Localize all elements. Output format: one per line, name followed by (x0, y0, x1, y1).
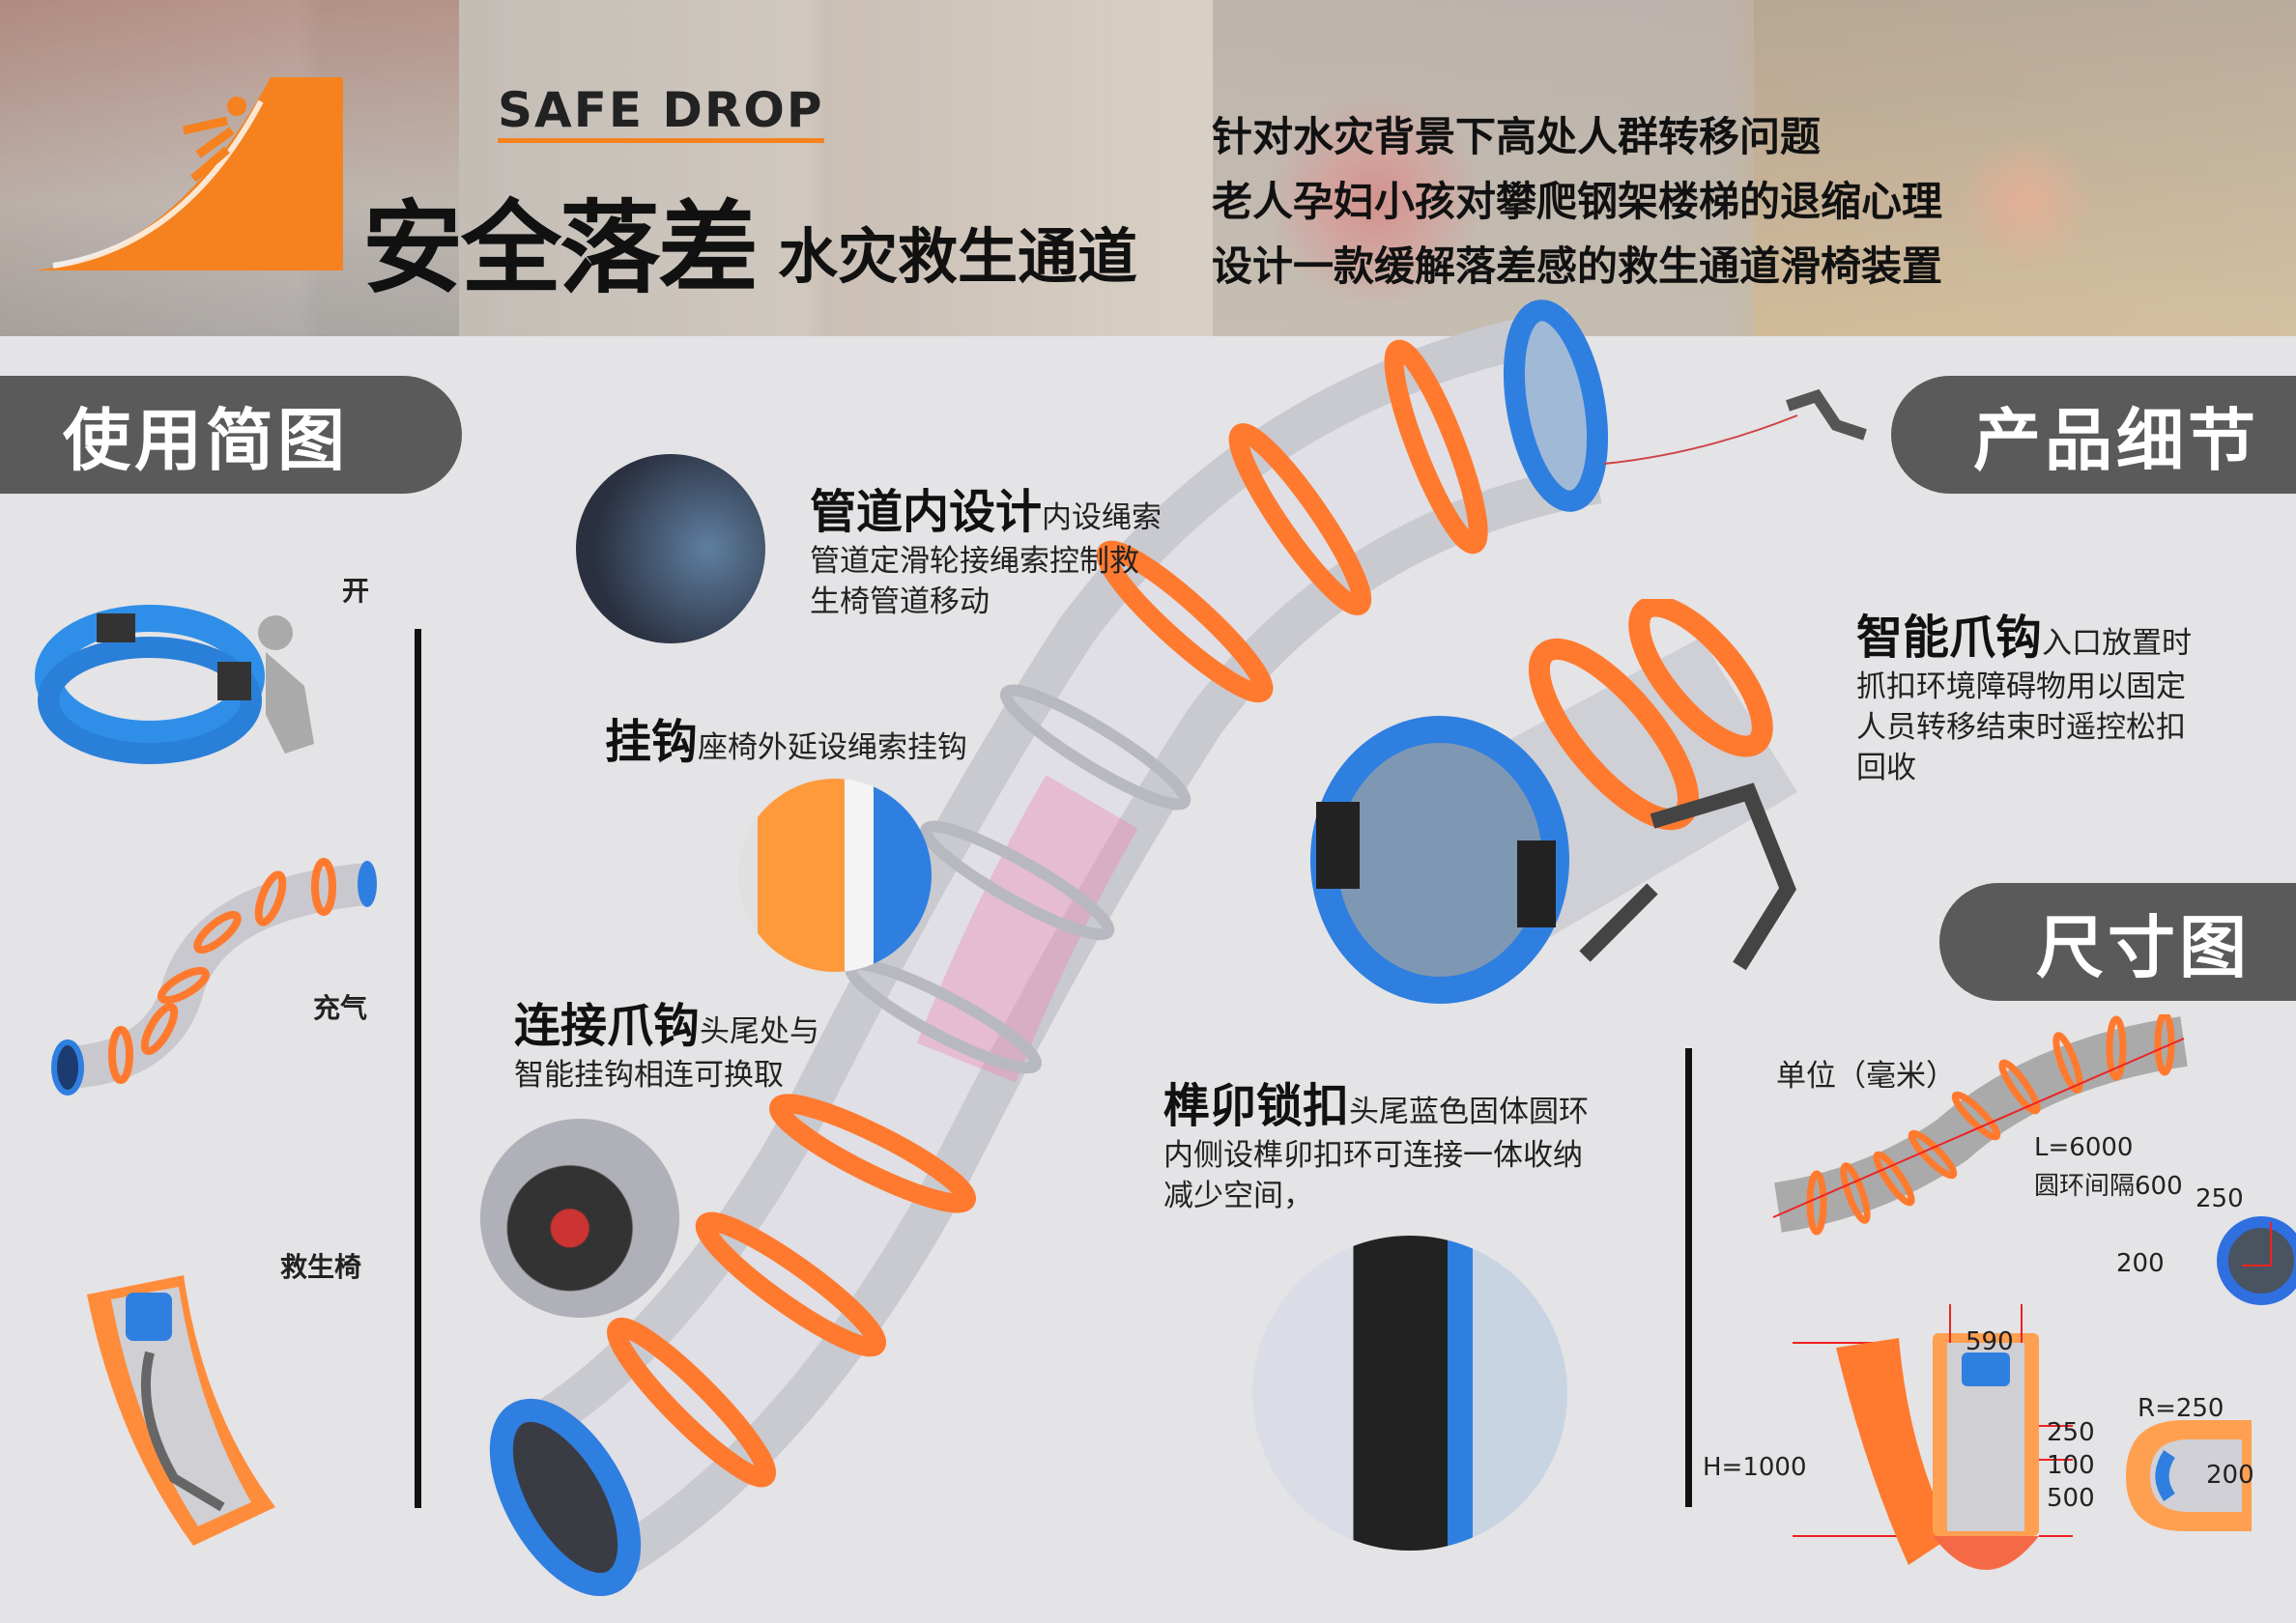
boat-photo (1754, 0, 2296, 336)
brand-name: SAFE DROP (498, 82, 824, 143)
feature-text: 管道定滑轮接绳索控制救 (810, 544, 1139, 579)
feature-subtitle: 头尾蓝色固体圆环 (1349, 1095, 1590, 1129)
feature-subtitle: 头尾处与 (700, 1014, 820, 1049)
step-label: 充气 (313, 992, 368, 1024)
tube-ring (769, 1094, 977, 1213)
intro-line: 针对水灾背景下高处人群转移问题 (1212, 113, 1822, 160)
inflated-tube-image (51, 858, 377, 1096)
feature-smart-claw: 智能爪钩入口放置时 抓扣环境障碍物用以固定 人员转移结束时遥控松扣 回收 (1856, 599, 2192, 788)
intro-line: 设计一款缓解落差感的救生通道滑椅装置 (1212, 242, 1943, 290)
feature-title: 智能爪钩 (1856, 611, 2043, 665)
section-dimensions: 尺寸图 (1939, 883, 2296, 1001)
connector-claw-detail-image (480, 1119, 679, 1318)
feature-subtitle: 座椅外延设绳索挂钩 (698, 730, 968, 765)
divider (415, 629, 421, 1508)
segment-label: 100 (2047, 1451, 2095, 1480)
feature-title: 挂钩 (605, 715, 699, 769)
segment-label: 500 (2047, 1484, 2095, 1513)
section-details: 产品细节 (1891, 376, 2296, 494)
feature-text: 智能挂钩相连可换取 (514, 1058, 784, 1093)
feature-subtitle: 入口放置时 (2042, 626, 2193, 661)
depth-label: 200 (2206, 1461, 2254, 1490)
segment-label: 250 (2047, 1418, 2095, 1447)
feature-title: 榫卯锁扣 (1163, 1079, 1350, 1133)
tube-ring (1096, 540, 1274, 703)
feature-text: 回收 (1856, 751, 1916, 785)
page-subtitle: 水灾救生通道 (778, 221, 1138, 292)
feature-mortise-lock: 榫卯锁扣头尾蓝色固体圆环 内侧设榫卯扣环可连接一体收纳 减少空间， (1163, 1068, 1589, 1216)
tube-ring (1384, 339, 1488, 555)
step-label: 救生椅 (280, 1251, 362, 1283)
feature-text: 抓扣环境障碍物用以固定 (1856, 669, 2186, 704)
hook-detail-image (738, 779, 932, 972)
feature-text: 内侧设榫卯扣环可连接一体收纳 (1163, 1138, 1583, 1173)
page-title: 安全落差 (362, 189, 759, 307)
feature-hook: 挂钩座椅外延设绳索挂钩 (605, 703, 967, 771)
tube-ring (695, 1211, 887, 1357)
ring-outer-label: 250 (2196, 1184, 2244, 1213)
logo-icon (34, 77, 343, 270)
feature-text: 生椅管道移动 (810, 584, 990, 619)
intro-text: 针对水灾背景下高处人群转移问题 老人孕妇小孩对攀爬钢架楼梯的退缩心理 设计一款缓… (1212, 104, 1942, 299)
dimension-drawings (1772, 1014, 2296, 1570)
feature-text: 人员转移结束时遥控松扣 (1856, 710, 2186, 745)
intro-line: 老人孕妇小孩对攀爬钢架楼梯的退缩心理 (1212, 178, 1943, 225)
feature-subtitle: 内设绳索 (1042, 500, 1162, 535)
height-label: H=1000 (1703, 1453, 1807, 1482)
ring-spacing-label: 圆环间隔600 (2034, 1172, 2183, 1201)
rescue-photo (1213, 0, 1754, 336)
feature-text: 减少空间， (1163, 1179, 1313, 1213)
unit-label: 单位（毫米） (1776, 1059, 1956, 1094)
feature-inner-design: 管道内设计内设绳索 管道定滑轮接绳索控制救 生椅管道移动 (810, 473, 1162, 622)
folded-ring-image (35, 605, 314, 764)
length-label: L=6000 (2034, 1133, 2134, 1162)
section-usage: 使用简图 (0, 376, 462, 494)
radius-label: R=250 (2138, 1394, 2224, 1423)
rescue-seat-image (87, 1275, 275, 1546)
step-label: 开 (342, 575, 370, 607)
feature-title: 管道内设计 (810, 485, 1043, 539)
mortise-lock-detail-image (1252, 1236, 1567, 1551)
tube-ring (607, 1317, 777, 1488)
divider (1685, 1048, 1692, 1507)
inner-rope-detail-image (576, 454, 765, 643)
smart-claw-image (1310, 599, 1797, 1004)
tube-ring (920, 820, 1115, 941)
width-label: 590 (1966, 1327, 2014, 1356)
ring-inner-label: 200 (2116, 1249, 2165, 1278)
feature-connector-claw: 连接爪钩头尾处与 智能挂钩相连可换取 (514, 987, 819, 1096)
tube-ring (1228, 423, 1372, 615)
feature-title: 连接爪钩 (514, 999, 701, 1053)
tube-ring (999, 684, 1191, 811)
